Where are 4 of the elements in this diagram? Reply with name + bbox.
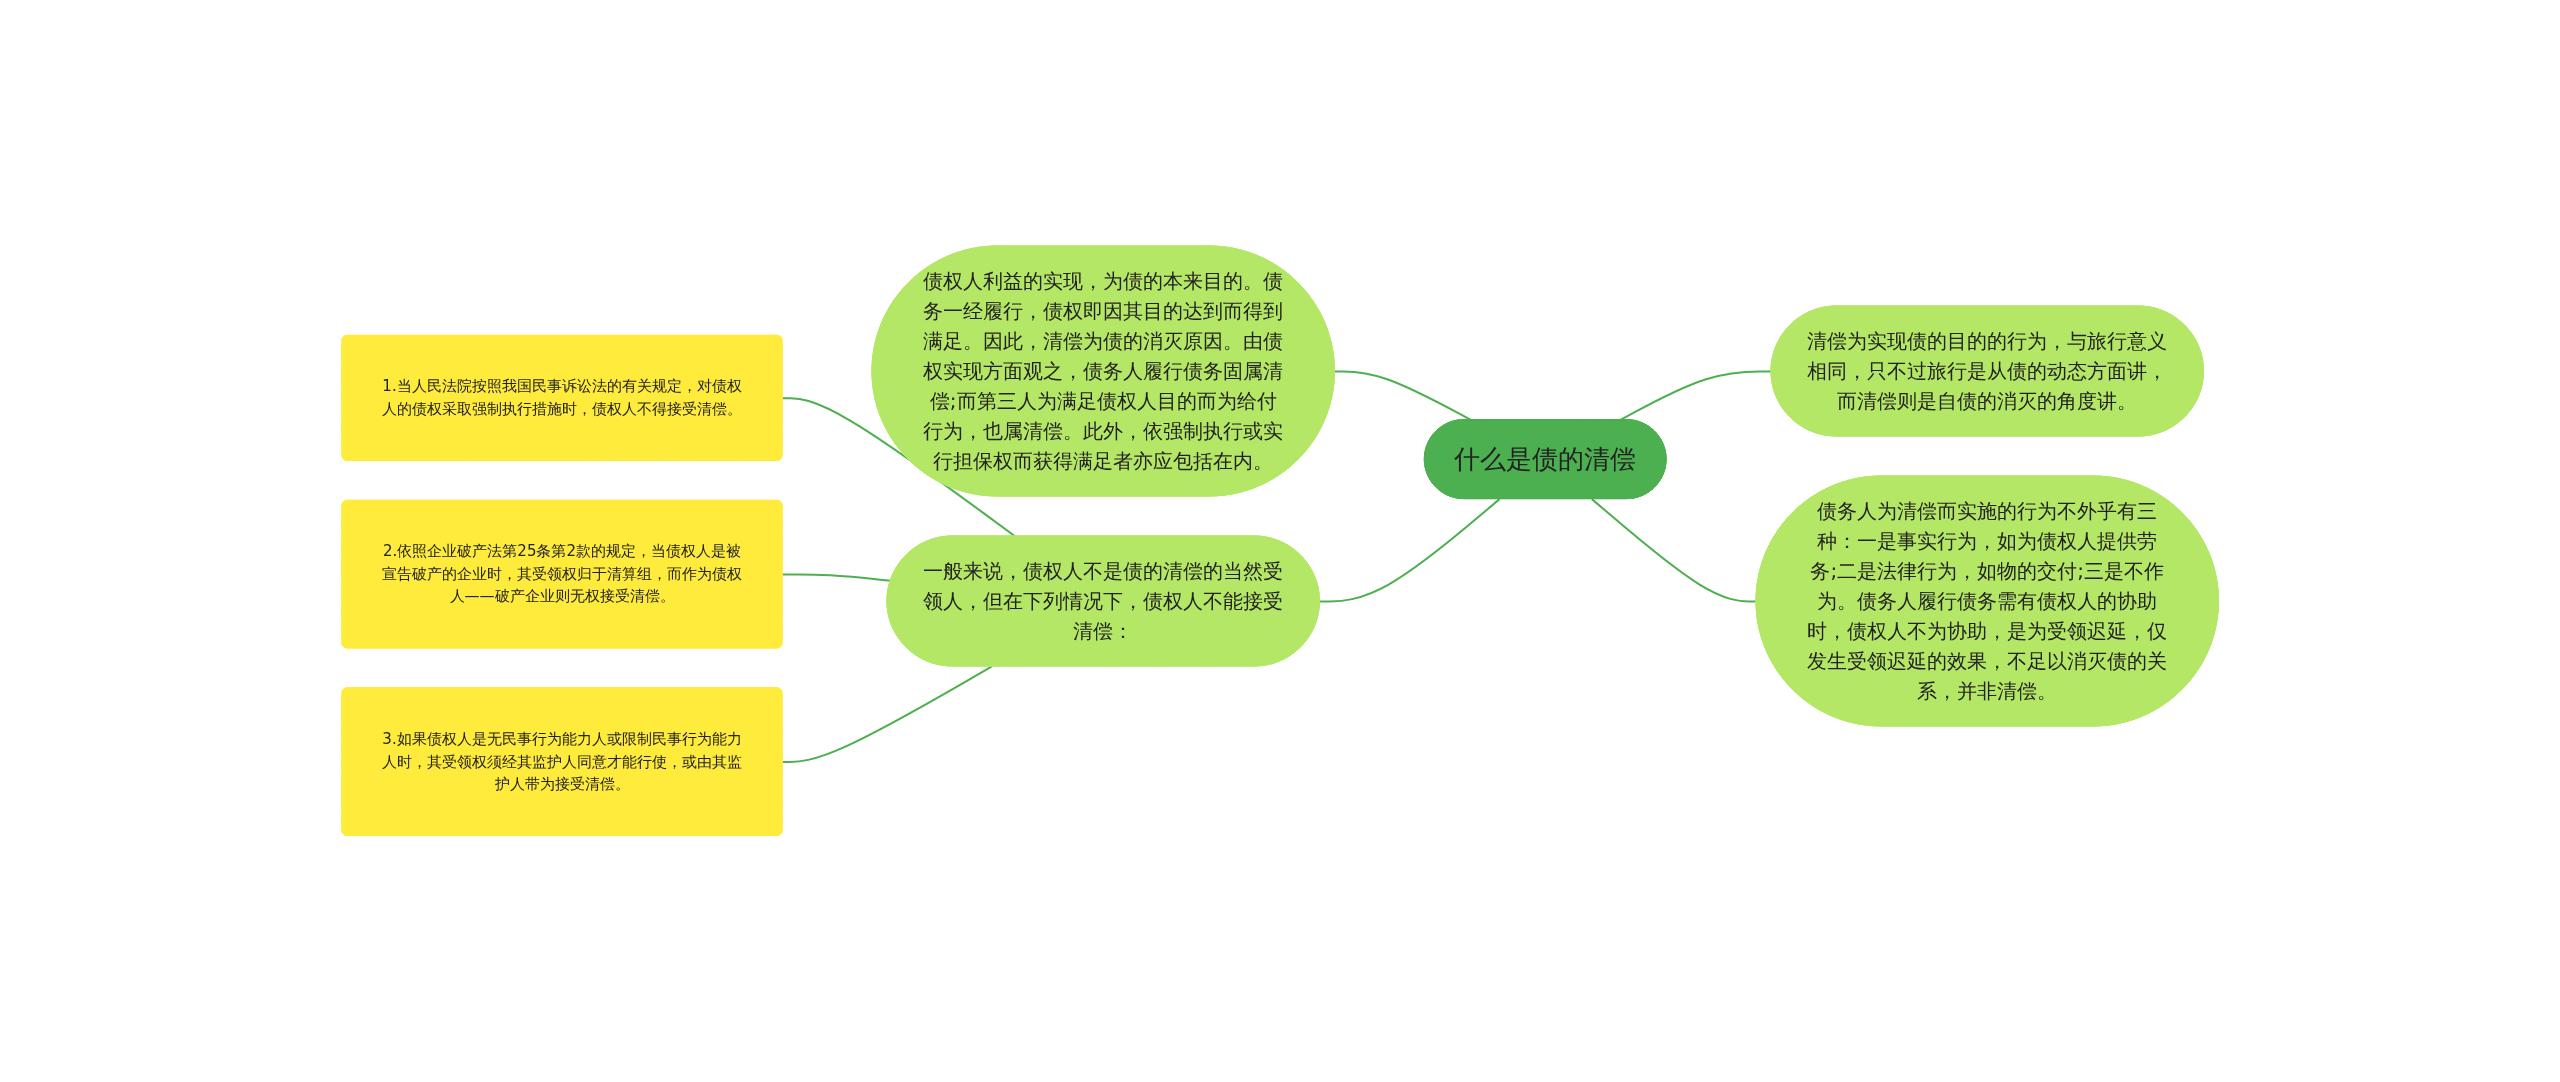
connector [1590,498,1758,603]
connector [781,665,993,764]
connector [1318,498,1501,603]
connector [781,573,892,583]
